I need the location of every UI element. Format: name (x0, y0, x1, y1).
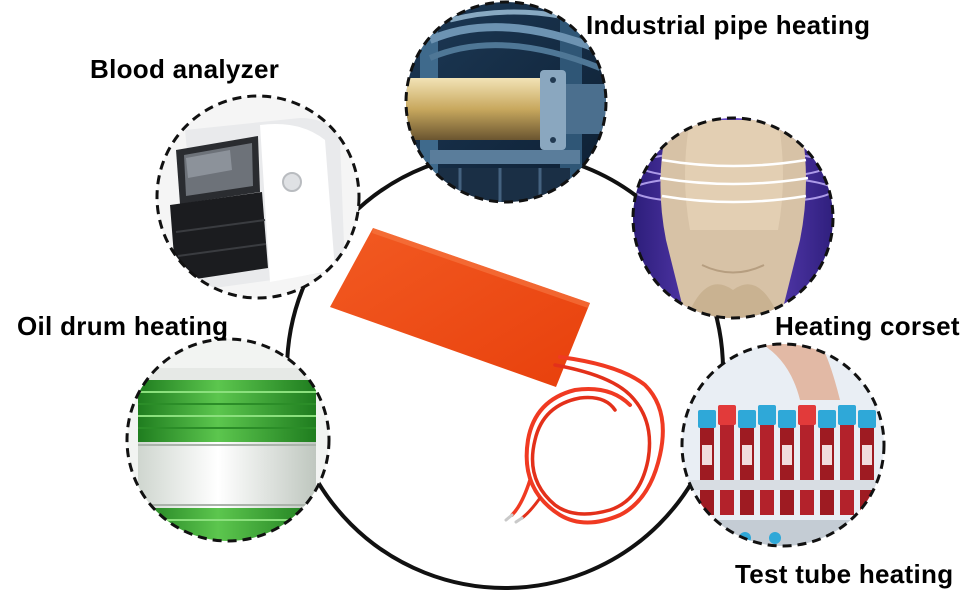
test-tube-image (680, 342, 886, 548)
label-test-tube-heating: Test tube heating (735, 559, 954, 589)
blood-analyzer-image (155, 94, 361, 300)
industrial-pipe-image (404, 0, 608, 204)
heating-corset-image (631, 116, 835, 320)
label-heating-corset: Heating corset (775, 311, 960, 341)
label-industrial-pipe-heating: Industrial pipe heating (586, 10, 871, 40)
heater-lead-wires (504, 355, 665, 525)
label-oil-drum-heating: Oil drum heating (17, 311, 229, 341)
oil-drum-image (125, 337, 331, 543)
label-blood-analyzer: Blood analyzer (90, 54, 280, 84)
silicone-heater-pad (330, 228, 590, 387)
